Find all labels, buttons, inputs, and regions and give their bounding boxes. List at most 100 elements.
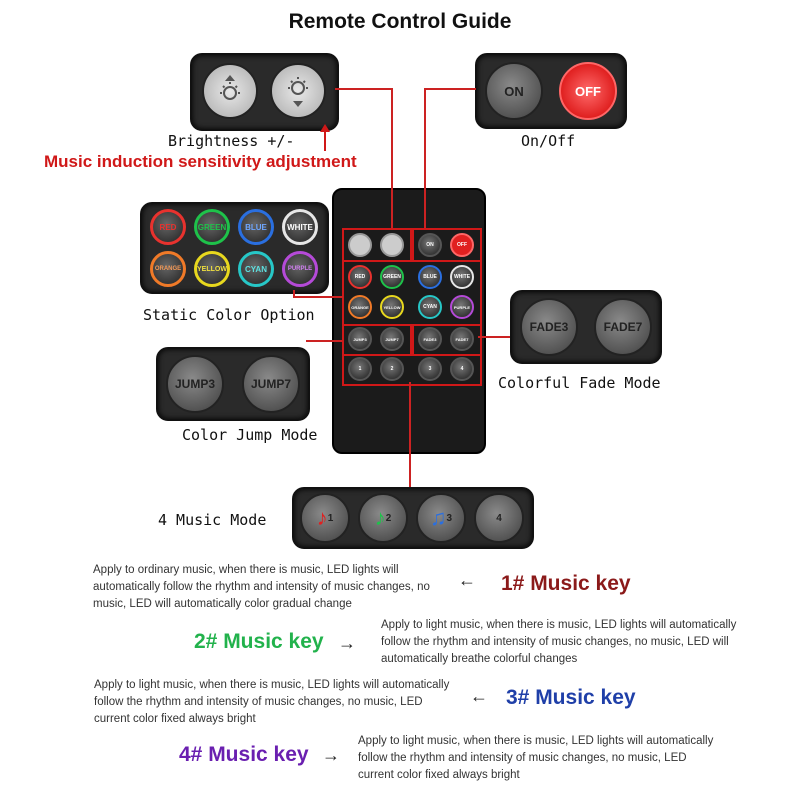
music-key-1-desc: Apply to ordinary music, when there is m… xyxy=(93,562,430,613)
connector-fade xyxy=(478,336,510,338)
music4-button[interactable]: 4 xyxy=(474,493,524,543)
sun-up-icon xyxy=(220,75,240,100)
remote-off-button[interactable]: OFF xyxy=(450,233,474,257)
yellow-button[interactable]: YELLOW xyxy=(194,251,230,287)
off-button-label: OFF xyxy=(575,83,601,99)
music4-label: 4 xyxy=(496,512,502,524)
remote-cyan-button[interactable]: CYAN xyxy=(418,295,442,319)
onoff-highlight xyxy=(412,228,482,262)
yellow-label: YELLOW xyxy=(197,265,227,273)
remote-jump3-label: JUMP3 xyxy=(353,336,367,342)
remote-yellow-button[interactable]: YELLOW xyxy=(380,295,404,319)
music-key-4-desc: Apply to light music, when there is musi… xyxy=(358,733,713,784)
music2-label: 2 xyxy=(385,512,392,524)
white-label: WHITE xyxy=(287,222,313,232)
music-key-3-label: 3# Music key xyxy=(506,686,636,709)
remote-blue-button[interactable]: BLUE xyxy=(418,265,442,289)
jump7-button[interactable]: JUMP7 xyxy=(242,355,300,413)
music3-label: 3 xyxy=(446,512,453,524)
desc-line: current color fixed always bright xyxy=(358,769,520,781)
remote-fade3-button[interactable]: FADE3 xyxy=(418,327,442,351)
arrow-left-icon: ← xyxy=(458,570,476,590)
remote-music3-button[interactable]: 3 xyxy=(418,357,442,381)
remote-brightness-up-button[interactable] xyxy=(348,233,372,257)
purple-button[interactable]: PURPLE xyxy=(282,251,318,287)
page-title: Remote Control Guide xyxy=(288,10,512,33)
purple-label: PURPLE xyxy=(287,266,313,272)
remote-jump7-label: JUMP7 xyxy=(385,336,399,342)
music-key-2-label: 2# Music key xyxy=(194,630,324,653)
jump3-button[interactable]: JUMP3 xyxy=(166,355,224,413)
fade7-label: FADE7 xyxy=(603,320,643,334)
remote-jump3-button[interactable]: JUMP3 xyxy=(348,327,372,351)
remote-red-button[interactable]: RED xyxy=(348,265,372,289)
white-button[interactable]: WHITE xyxy=(282,209,318,245)
color-highlight xyxy=(342,260,482,326)
static-color-label: Static Color Option xyxy=(143,306,315,324)
desc-line: follow the rhythm and intensity of music… xyxy=(358,752,687,764)
cyan-button[interactable]: CYAN xyxy=(238,251,274,287)
remote-music1-button[interactable]: 1 xyxy=(348,357,372,381)
orange-button[interactable]: ORANGE xyxy=(150,251,186,287)
brightness-up-button[interactable] xyxy=(202,63,258,119)
remote-blue-label: BLUE xyxy=(423,274,437,280)
arrow-right-icon: → xyxy=(338,633,356,653)
red-button[interactable]: RED xyxy=(150,209,186,245)
jump-highlight xyxy=(342,324,412,356)
arrow-right-icon: → xyxy=(322,745,340,765)
desc-line: Apply to light music, when there is musi… xyxy=(381,619,737,631)
colorful-fade-label: Colorful Fade Mode xyxy=(498,374,661,392)
remote-white-button[interactable]: WHITE xyxy=(450,265,474,289)
brightness-label: Brightness +/- xyxy=(168,132,295,150)
remote-brightness-down-button[interactable] xyxy=(380,233,404,257)
remote-green-button[interactable]: GREEN xyxy=(380,265,404,289)
music1-button[interactable]: ♪1 xyxy=(300,493,350,543)
remote-music1-label: 1 xyxy=(358,366,362,372)
orange-label: ORANGE xyxy=(154,266,182,272)
connector-static-h xyxy=(293,296,343,298)
color-jump-label: Color Jump Mode xyxy=(182,426,318,444)
remote-cyan-label: CYAN xyxy=(423,304,437,310)
remote-fade7-button[interactable]: FADE7 xyxy=(450,327,474,351)
green-button[interactable]: GREEN xyxy=(194,209,230,245)
remote-off-label: OFF xyxy=(457,242,467,248)
desc-line: automatically breathe colorful changes xyxy=(381,653,578,665)
remote-jump7-button[interactable]: JUMP7 xyxy=(380,327,404,351)
connector-brightness-v xyxy=(391,88,393,228)
music-highlight xyxy=(342,354,482,386)
desc-line: music, LED will automatically color grad… xyxy=(93,598,352,610)
remote-music2-button[interactable]: 2 xyxy=(380,357,404,381)
off-button[interactable]: OFF xyxy=(559,62,617,120)
music-note-green-icon: ♪ xyxy=(374,505,386,530)
fade7-button[interactable]: FADE7 xyxy=(594,298,652,356)
remote-orange-button[interactable]: ORANGE xyxy=(348,295,372,319)
blue-button[interactable]: BLUE xyxy=(238,209,274,245)
remote-orange-label: ORANGE xyxy=(351,304,369,310)
arrow-left-icon: ← xyxy=(470,686,488,706)
remote-music4-label: 4 xyxy=(460,366,464,372)
music3-button[interactable]: ♫3 xyxy=(416,493,466,543)
remote-green-label: GREEN xyxy=(383,274,401,280)
red-label: RED xyxy=(159,222,177,232)
sun-down-icon xyxy=(288,77,308,107)
connector-brightness xyxy=(335,88,393,90)
remote-music4-button[interactable]: 4 xyxy=(450,357,474,381)
music-key-3-desc: Apply to light music, when there is musi… xyxy=(94,677,449,728)
brightness-panel xyxy=(190,53,339,131)
fade3-button[interactable]: FADE3 xyxy=(520,298,578,356)
desc-line: Apply to light music, when there is musi… xyxy=(94,679,450,691)
brightness-down-button[interactable] xyxy=(270,63,326,119)
remote-music3-label: 3 xyxy=(428,366,432,372)
green-label: GREEN xyxy=(197,222,227,232)
brightness-highlight xyxy=(342,228,412,262)
desc-line: current color fixed always bright xyxy=(94,713,256,725)
music1-label: 1 xyxy=(327,512,334,524)
music2-button[interactable]: ♪2 xyxy=(358,493,408,543)
remote-on-button[interactable]: ON xyxy=(418,233,442,257)
desc-line: automatically follow the rhythm and inte… xyxy=(93,581,430,593)
connector-onoff-v xyxy=(424,88,426,228)
fade-panel: FADE3 FADE7 xyxy=(510,290,662,364)
on-button[interactable]: ON xyxy=(485,62,543,120)
remote-purple-button[interactable]: PURPLE xyxy=(450,295,474,319)
jump7-label: JUMP7 xyxy=(250,377,291,391)
